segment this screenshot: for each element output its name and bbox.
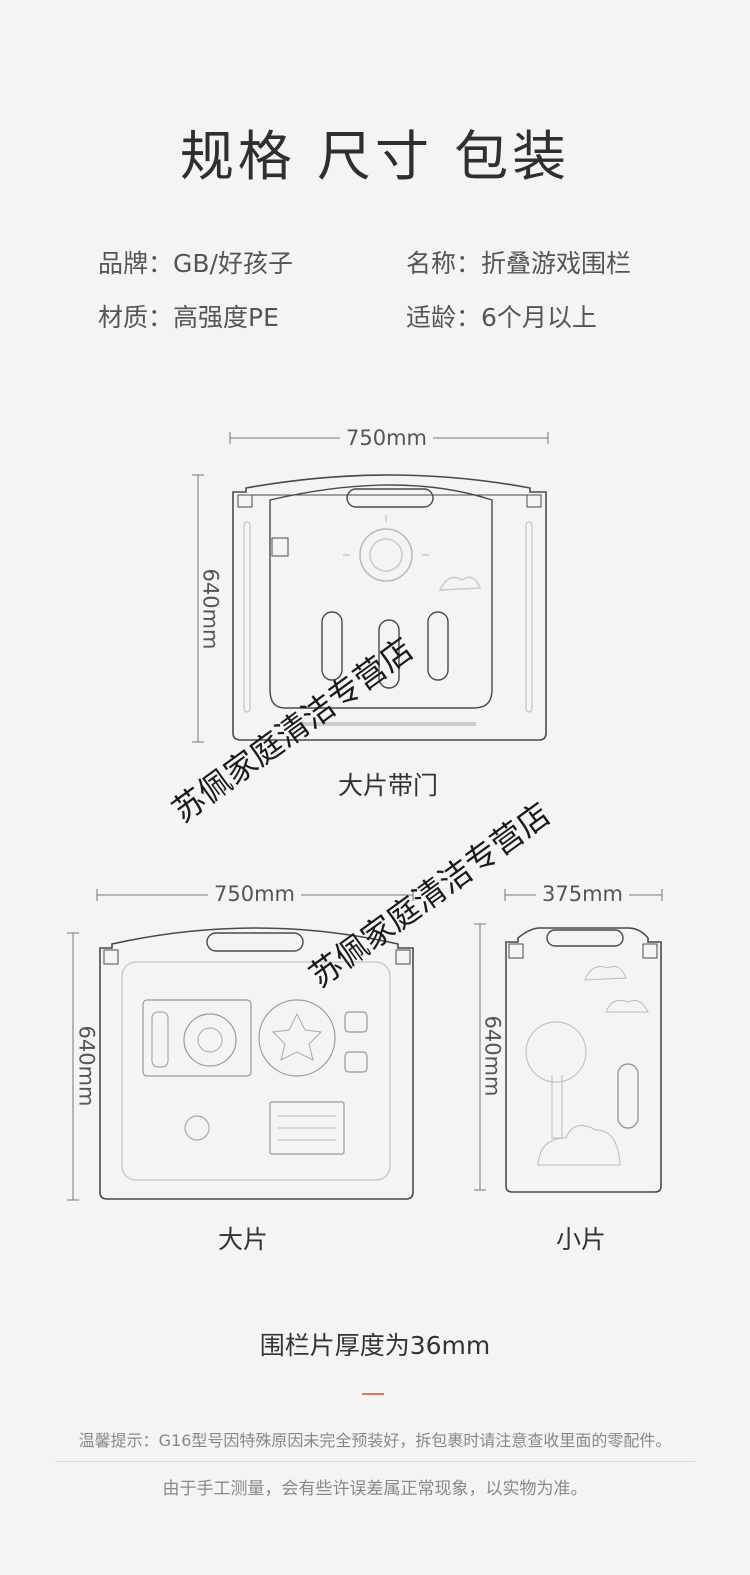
large-height-label: 640mm bbox=[74, 1019, 99, 1113]
page-title: 规格 尺寸 包装 bbox=[179, 125, 571, 188]
small-caption: 小片 bbox=[556, 1225, 607, 1254]
spec-age: 适龄：6个月以上 bbox=[406, 303, 597, 332]
small-height-label: 640mm bbox=[480, 1009, 505, 1103]
large-width-label: 750mm bbox=[208, 882, 301, 906]
spec-name: 名称：折叠游戏围栏 bbox=[406, 249, 632, 278]
tip-notice: 温馨提示：G16型号因特殊原因未完全预装好，拆包裹时请注意查收里面的零配件。 bbox=[78, 1431, 672, 1450]
large-caption: 大片 bbox=[218, 1225, 269, 1254]
thickness-note: 围栏片厚度为36mm bbox=[259, 1331, 491, 1360]
spec-brand: 品牌：GB/好孩子 bbox=[98, 249, 293, 278]
door-panel-drawing bbox=[232, 474, 547, 741]
spec-material: 材质：高强度PE bbox=[98, 303, 279, 332]
small-width-label: 375mm bbox=[536, 882, 629, 906]
accent-line bbox=[362, 1393, 384, 1395]
divider bbox=[55, 1461, 695, 1462]
large-panel-drawing bbox=[99, 927, 414, 1200]
measurement-note: 由于手工测量，会有些许误差属正常现象，以实物为准。 bbox=[162, 1479, 588, 1499]
door-caption: 大片带门 bbox=[338, 771, 439, 800]
door-height-label: 640mm bbox=[198, 562, 223, 656]
small-panel-drawing bbox=[505, 927, 662, 1193]
door-width-label: 750mm bbox=[340, 426, 433, 450]
